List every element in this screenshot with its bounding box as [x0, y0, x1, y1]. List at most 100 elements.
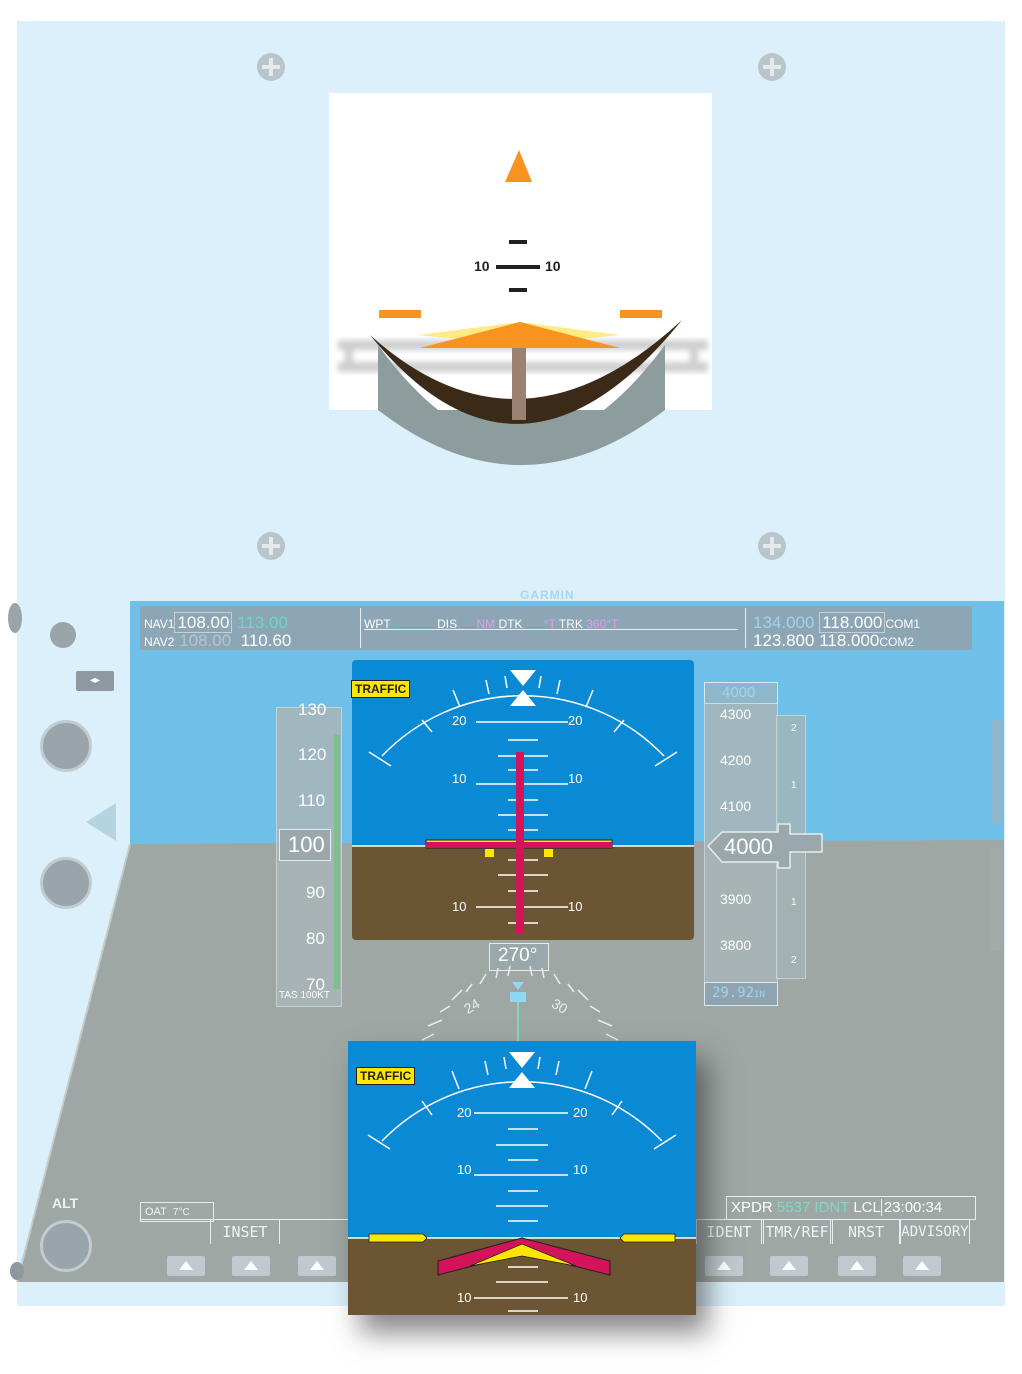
roll-pointer-icon	[505, 150, 532, 182]
screw-icon	[257, 53, 285, 81]
com2-label: COM2	[879, 635, 915, 649]
header-divider	[360, 608, 361, 648]
screw-icon	[758, 532, 786, 560]
com1-active-freq[interactable]: 134.000	[753, 613, 815, 632]
nav1-active-freq[interactable]: 108.00	[174, 612, 233, 633]
pitch-label-20-left: 20	[452, 713, 467, 728]
softkey-button-1[interactable]	[167, 1256, 205, 1276]
softkey-button-ident[interactable]	[705, 1256, 743, 1276]
vol-knob[interactable]	[50, 622, 76, 648]
nav1-standby-freq[interactable]: 113.00	[237, 613, 288, 632]
wpt-label: WPT	[364, 617, 391, 631]
inset-pitch-label-m10-right: 10	[573, 1290, 588, 1305]
oat-value: 7°C	[172, 1207, 190, 1218]
pitch-label-m10-left: 10	[452, 899, 467, 914]
right-bezel-strip	[991, 848, 1001, 950]
baro-box	[704, 982, 778, 1006]
hdg-knob[interactable]	[40, 857, 92, 909]
right-bezel-strip	[991, 720, 1001, 824]
hsi-compass	[421, 965, 619, 1050]
top-attitude-diagram	[329, 93, 712, 465]
airspeed-current: 100	[288, 832, 325, 857]
heading-readout-box	[489, 943, 549, 971]
oat-box: OAT 7°C	[140, 1202, 214, 1222]
lcl-time: 23:00:34	[880, 1199, 943, 1216]
pitch-label-20-right: 20	[568, 713, 583, 728]
vsi-tick: 1	[791, 897, 797, 908]
xpdr-label: XPDR	[731, 1199, 773, 1216]
top-pitch-label-right: 10	[545, 258, 561, 274]
airspeed-tick: 130	[298, 700, 327, 719]
altitude-tick: 4300	[720, 706, 752, 722]
inset-traffic-annunciator: TRAFFIC	[356, 1067, 416, 1085]
top-pitch-label-left: 10	[474, 258, 490, 274]
swap-nav-button[interactable]: ◂▸	[76, 671, 114, 691]
pfd-brand: GARMIN	[520, 588, 575, 602]
right-wing-bar	[620, 310, 662, 318]
nav1-label: NAV1	[144, 617, 175, 631]
com1-label: COM1	[885, 617, 921, 631]
softkey-ident[interactable]: IDENT	[696, 1220, 762, 1244]
dis-unit: NM	[476, 617, 496, 631]
traffic-annunciator: TRAFFIC	[351, 680, 411, 698]
altitude-tick: 4100	[720, 798, 752, 814]
altitude-current: 4000	[724, 834, 773, 859]
heading-value: 270°	[498, 945, 538, 966]
airspeed-tick: 110	[298, 791, 326, 810]
swap-arrows-icon: ◂▸	[89, 675, 101, 686]
com2-active-freq[interactable]: 123.800	[753, 631, 815, 650]
softkey-button-3[interactable]	[298, 1256, 336, 1276]
softkey-advisory[interactable]: ADVISORY	[900, 1220, 970, 1244]
nav2-standby-freq[interactable]: 110.60	[240, 631, 292, 650]
airspeed-tick: 70	[306, 975, 325, 994]
vsi-tick: 1	[791, 780, 797, 791]
left-wing-bar	[379, 310, 421, 318]
left-bezel-edge	[8, 603, 22, 633]
softkey-inset[interactable]: INSET	[210, 1220, 280, 1244]
nav2-active-freq[interactable]: 108.00	[179, 631, 232, 650]
airspeed-green-band	[334, 735, 340, 989]
xpdr-mode: IDNT	[814, 1199, 850, 1216]
nav-knob[interactable]	[40, 720, 92, 772]
airspeed-tick: 120	[298, 745, 327, 764]
aircraft-stem	[512, 335, 526, 420]
xpdr-code[interactable]: 5537	[776, 1199, 811, 1216]
softkey-tmr-ref[interactable]: TMR/REF	[763, 1220, 831, 1244]
nav2-label: NAV2	[144, 635, 175, 649]
tas-label: TAS	[279, 990, 298, 1001]
oat-label: OAT	[145, 1206, 167, 1218]
pitch-label-10-left: 10	[452, 771, 467, 786]
lcl-label: LCL	[853, 1199, 881, 1216]
altitude-tick: 3800	[720, 937, 752, 953]
aircraft-symbol	[420, 322, 620, 348]
inset-pitch-label-m10-left: 10	[457, 1290, 472, 1305]
com2-standby-freq[interactable]: 118.000	[819, 631, 880, 650]
inset-pitch-label-10-left: 10	[457, 1162, 472, 1177]
softkey-button-tmr-ref[interactable]	[770, 1256, 808, 1276]
baro-unit: IN	[754, 990, 765, 1000]
inset-pitch-label-20-left: 20	[457, 1105, 472, 1120]
alt-knob[interactable]	[40, 1220, 92, 1272]
screw-icon	[758, 53, 786, 81]
softkey-nrst[interactable]: NRST	[832, 1220, 900, 1244]
com1-standby-freq[interactable]: 118.000	[819, 612, 886, 633]
main-attitude-indicator	[352, 660, 694, 940]
softkey-button-2[interactable]	[232, 1256, 270, 1276]
header-divider	[745, 608, 746, 648]
vsi-tick: 2	[791, 723, 797, 734]
pan-left-arrow-icon[interactable]	[86, 803, 116, 841]
airspeed-tick: 90	[306, 883, 325, 902]
trk-value: 360°T	[586, 617, 619, 631]
baro-setting[interactable]: 29.92	[712, 985, 755, 1001]
selected-altitude[interactable]: 4000	[722, 684, 756, 701]
pitch-label-10-right: 10	[568, 771, 583, 786]
inset-pitch-label-20-right: 20	[573, 1105, 588, 1120]
airspeed-readout	[279, 829, 331, 861]
softkey-button-nrst[interactable]	[838, 1256, 876, 1276]
altitude-tick: 4200	[720, 752, 752, 768]
left-bezel-edge-bottom	[10, 1262, 24, 1280]
pitch-label-m10-right: 10	[568, 899, 583, 914]
softkey-button-advisory[interactable]	[903, 1256, 941, 1276]
alt-knob-label: ALT	[52, 1195, 79, 1211]
